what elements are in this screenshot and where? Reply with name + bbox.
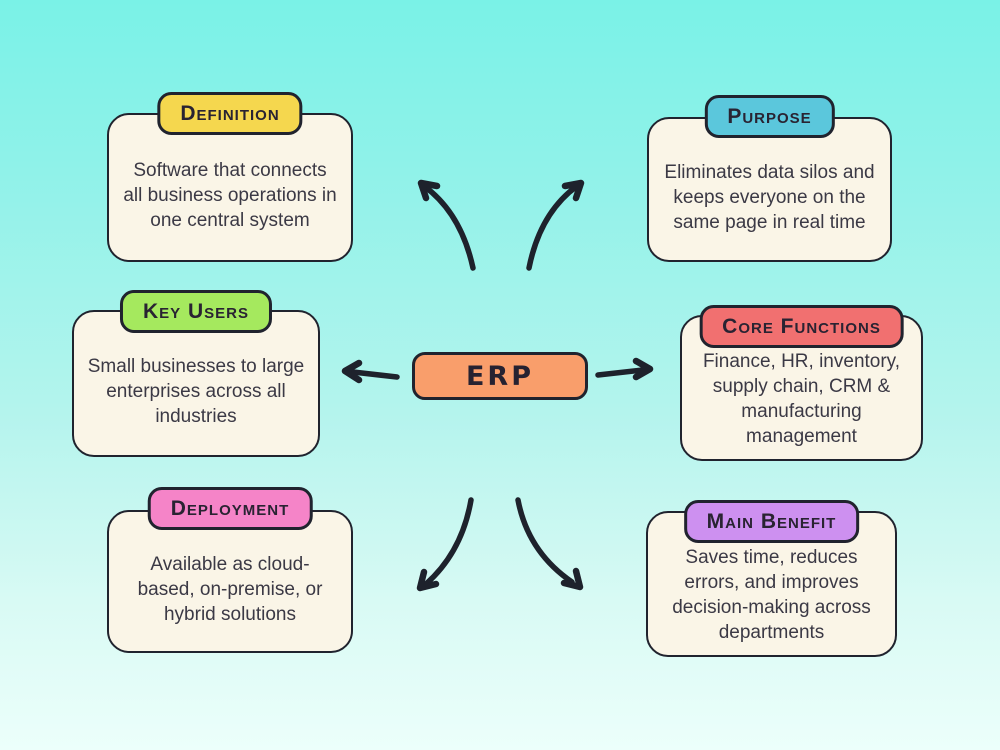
- definition-header: Definition: [157, 92, 303, 135]
- arrow-to-deployment: [416, 497, 474, 592]
- main-benefit-card: Main Benefit Saves time, reduces errors,…: [646, 500, 897, 657]
- deployment-text: Available as cloud-based, on-premise, or…: [137, 553, 323, 626]
- main-benefit-text: Saves time, reduces errors, and improves…: [672, 546, 871, 644]
- erp-center-node: ERP: [412, 352, 588, 400]
- arrow-to-main-benefit: [515, 497, 584, 591]
- definition-card: Definition Software that connects all bu…: [107, 92, 353, 262]
- arrow-to-definition: [417, 179, 476, 271]
- core-functions-card: Core Functions Finance, HR, inventory, s…: [680, 305, 923, 461]
- main-benefit-header: Main Benefit: [683, 500, 860, 543]
- key-users-text: Small businesses to large enterprises ac…: [87, 355, 305, 428]
- arrow-to-purpose: [526, 179, 585, 271]
- deployment-card: Deployment Available as cloud-based, on-…: [107, 487, 353, 653]
- key-users-header: Key Users: [119, 290, 273, 333]
- definition-text: Software that connects all business oper…: [123, 159, 337, 232]
- erp-center-label: ERP: [465, 360, 535, 392]
- deployment-header: Deployment: [147, 487, 313, 530]
- arrow-to-key-users: [341, 359, 400, 384]
- core-functions-header: Core Functions: [699, 305, 904, 348]
- key-users-card: Key Users Small businesses to large ente…: [72, 290, 320, 457]
- arrow-to-core-functions: [595, 357, 654, 381]
- purpose-text: Eliminates data silos and keeps everyone…: [664, 161, 875, 234]
- core-functions-text: Finance, HR, inventory, supply chain, CR…: [702, 350, 901, 448]
- purpose-header: Purpose: [704, 95, 835, 138]
- purpose-card: Purpose Eliminates data silos and keeps …: [647, 95, 892, 262]
